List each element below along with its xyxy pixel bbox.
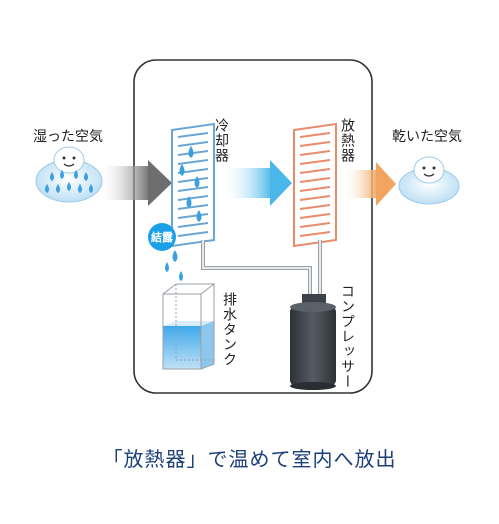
drain-tank	[162, 283, 216, 370]
dry-air-label: 乾いた空気	[392, 129, 462, 145]
humid-air-inflow-arrow	[98, 160, 172, 206]
condenser-label: 放熱器	[339, 118, 355, 163]
falling-water-drops	[165, 250, 183, 281]
dry-air-outflow-arrow	[342, 162, 396, 206]
humid-air-cloud-icon	[35, 146, 103, 203]
evaporator-coil	[171, 122, 215, 248]
condenser-coil	[293, 122, 337, 248]
condensation-badge	[148, 223, 176, 251]
compressor	[290, 294, 336, 390]
cooled-air-arrow	[222, 160, 292, 206]
humid-air-label: 湿った空気	[33, 129, 103, 145]
compressor-label: コンプレッサー	[339, 284, 355, 389]
condensation-label: 結露	[151, 231, 173, 244]
diagram-caption: 「放熱器」で温めて室内へ放出	[102, 447, 397, 471]
evaporator-label: 冷却器	[213, 118, 229, 163]
dry-air-cloud-icon	[398, 156, 460, 205]
drain-tank-label: 排水タンク	[221, 292, 237, 367]
